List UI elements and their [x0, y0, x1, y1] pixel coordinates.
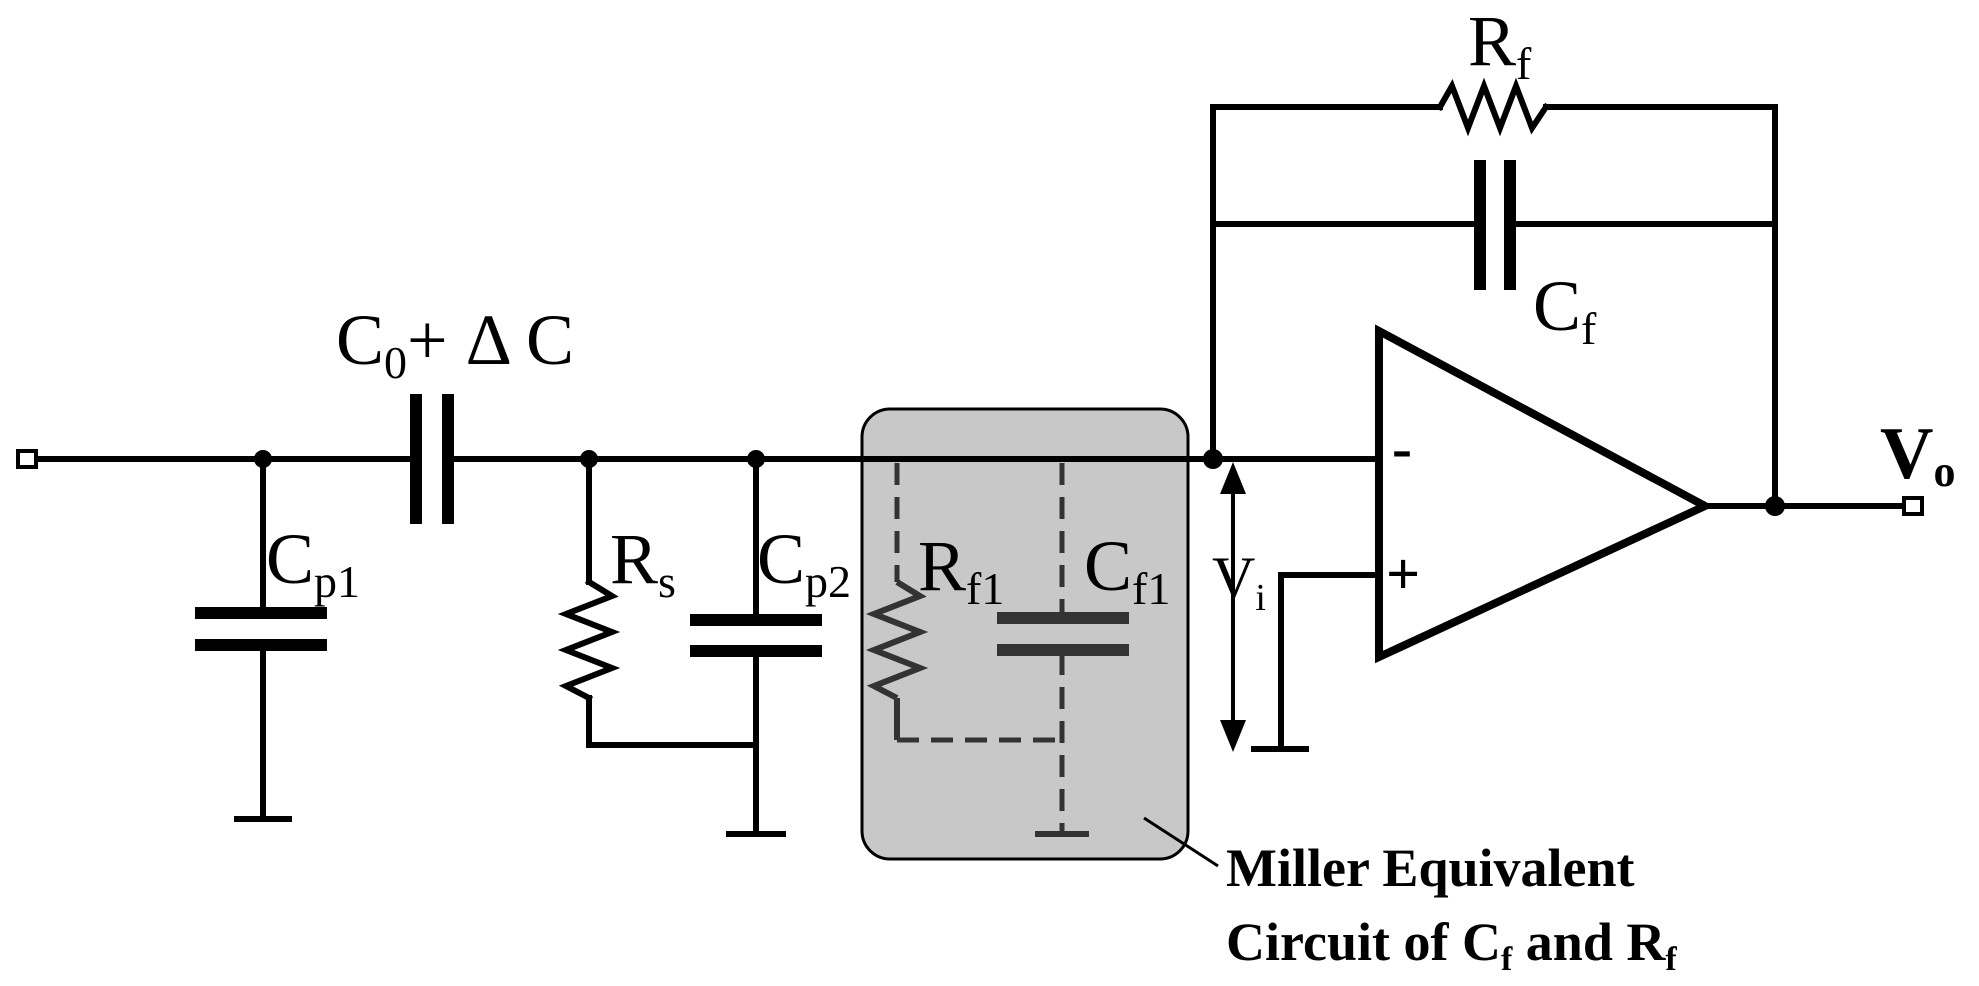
feedback-network: [1210, 77, 1778, 509]
op-amp: [1251, 324, 1728, 752]
miller-cf1: [997, 463, 1129, 837]
miller-rf1: [865, 463, 1062, 743]
input-terminal: [16, 449, 38, 469]
op-amp-inverting-sign: -: [1392, 415, 1412, 481]
label-cp1: Cp1: [266, 519, 360, 607]
label-c0-delta-c: C0+ Δ C: [336, 300, 574, 388]
vi-arrow: [1220, 462, 1246, 752]
label-rs: Rs: [610, 519, 676, 607]
capacitor-cp2: [690, 456, 822, 837]
label-rf: Rf: [1468, 1, 1532, 89]
label-vo: Vo: [1880, 413, 1955, 496]
caption-line-2: Circuit of Cf and Rf: [1226, 912, 1677, 978]
series-capacitor-c0: [410, 394, 454, 524]
op-amp-noninverting-sign: +: [1386, 541, 1420, 607]
label-cp2: Cp2: [757, 519, 851, 607]
miller-equivalent-box: [860, 407, 1190, 861]
junction-dots: [254, 449, 1785, 516]
label-cf: Cf: [1533, 266, 1597, 354]
label-rf1: Rf1: [918, 526, 1004, 614]
label-cf1: Cf1: [1084, 526, 1170, 614]
resistor-rs: [557, 456, 759, 748]
output-terminal: [1902, 496, 1924, 516]
caption-line-1: Miller Equivalent: [1226, 838, 1635, 898]
label-vi: Vi: [1212, 545, 1266, 619]
capacitor-cp1: [195, 456, 327, 822]
caption-pointer: [1143, 816, 1219, 868]
